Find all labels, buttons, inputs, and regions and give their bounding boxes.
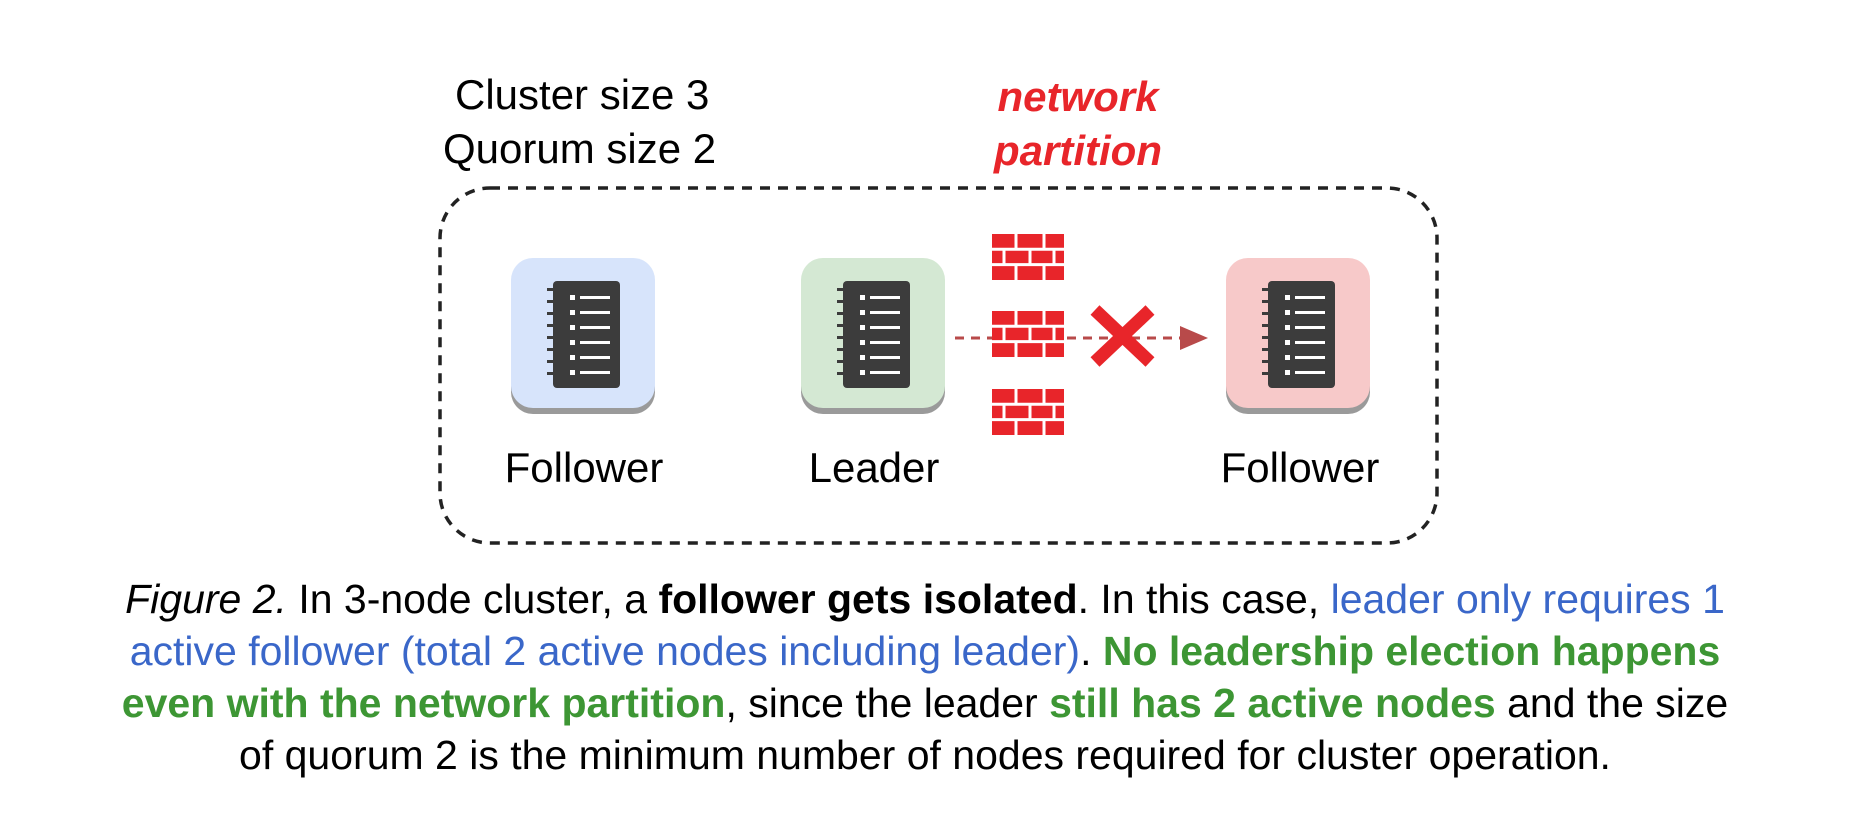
caption-figure-number: Figure 2.: [125, 576, 287, 622]
node-label-follower: Follower: [504, 444, 664, 491]
isolated-follower-node: [1226, 258, 1370, 414]
node-label-isolated-follower: Follower: [1220, 444, 1380, 491]
cluster-diagram: [438, 186, 1439, 545]
cluster-size-label: Cluster size 3: [455, 71, 710, 118]
server-icon: [1262, 281, 1335, 388]
server-icon: [547, 281, 620, 388]
caption-text: of quorum 2 is the minimum number of nod…: [239, 732, 1611, 778]
caption-line: of quorum 2 is the minimum number of nod…: [60, 729, 1790, 781]
caption-text: In 3-node cluster, a: [286, 576, 659, 622]
figure-caption: Figure 2. In 3-node cluster, a follower …: [60, 573, 1790, 781]
caption-highlight-blue: leader only requires 1: [1330, 576, 1725, 622]
firewall-icon: [990, 232, 1066, 437]
cluster-boundary: [438, 186, 1439, 545]
caption-highlight-blue: active follower (total 2 active nodes in…: [129, 628, 1081, 674]
caption-line: even with the network partition, since t…: [60, 677, 1790, 729]
caption-highlight-green: still has 2 active nodes: [1049, 680, 1496, 726]
x-icon: [1090, 305, 1155, 367]
follower-node-0: [511, 258, 655, 414]
caption-emphasis: follower gets isolated: [658, 576, 1078, 622]
quorum-size-label: Quorum size 2: [443, 125, 717, 172]
caption-text: . In this case,: [1077, 576, 1331, 622]
network-partition-label: partition: [994, 127, 1162, 174]
server-icon: [837, 281, 910, 388]
node-label-leader: Leader: [808, 444, 940, 491]
caption-line: active follower (total 2 active nodes in…: [60, 625, 1790, 677]
caption-highlight-green: No leadership election happens: [1102, 628, 1721, 674]
caption-line: Figure 2. In 3-node cluster, a follower …: [60, 573, 1790, 625]
caption-text: .: [1080, 628, 1103, 674]
leader-node: [801, 258, 945, 414]
caption-text: , since the leader: [725, 680, 1050, 726]
caption-text: and the size: [1495, 680, 1729, 726]
network-partition-label: network: [997, 73, 1159, 120]
caption-highlight-green: even with the network partition: [121, 680, 726, 726]
